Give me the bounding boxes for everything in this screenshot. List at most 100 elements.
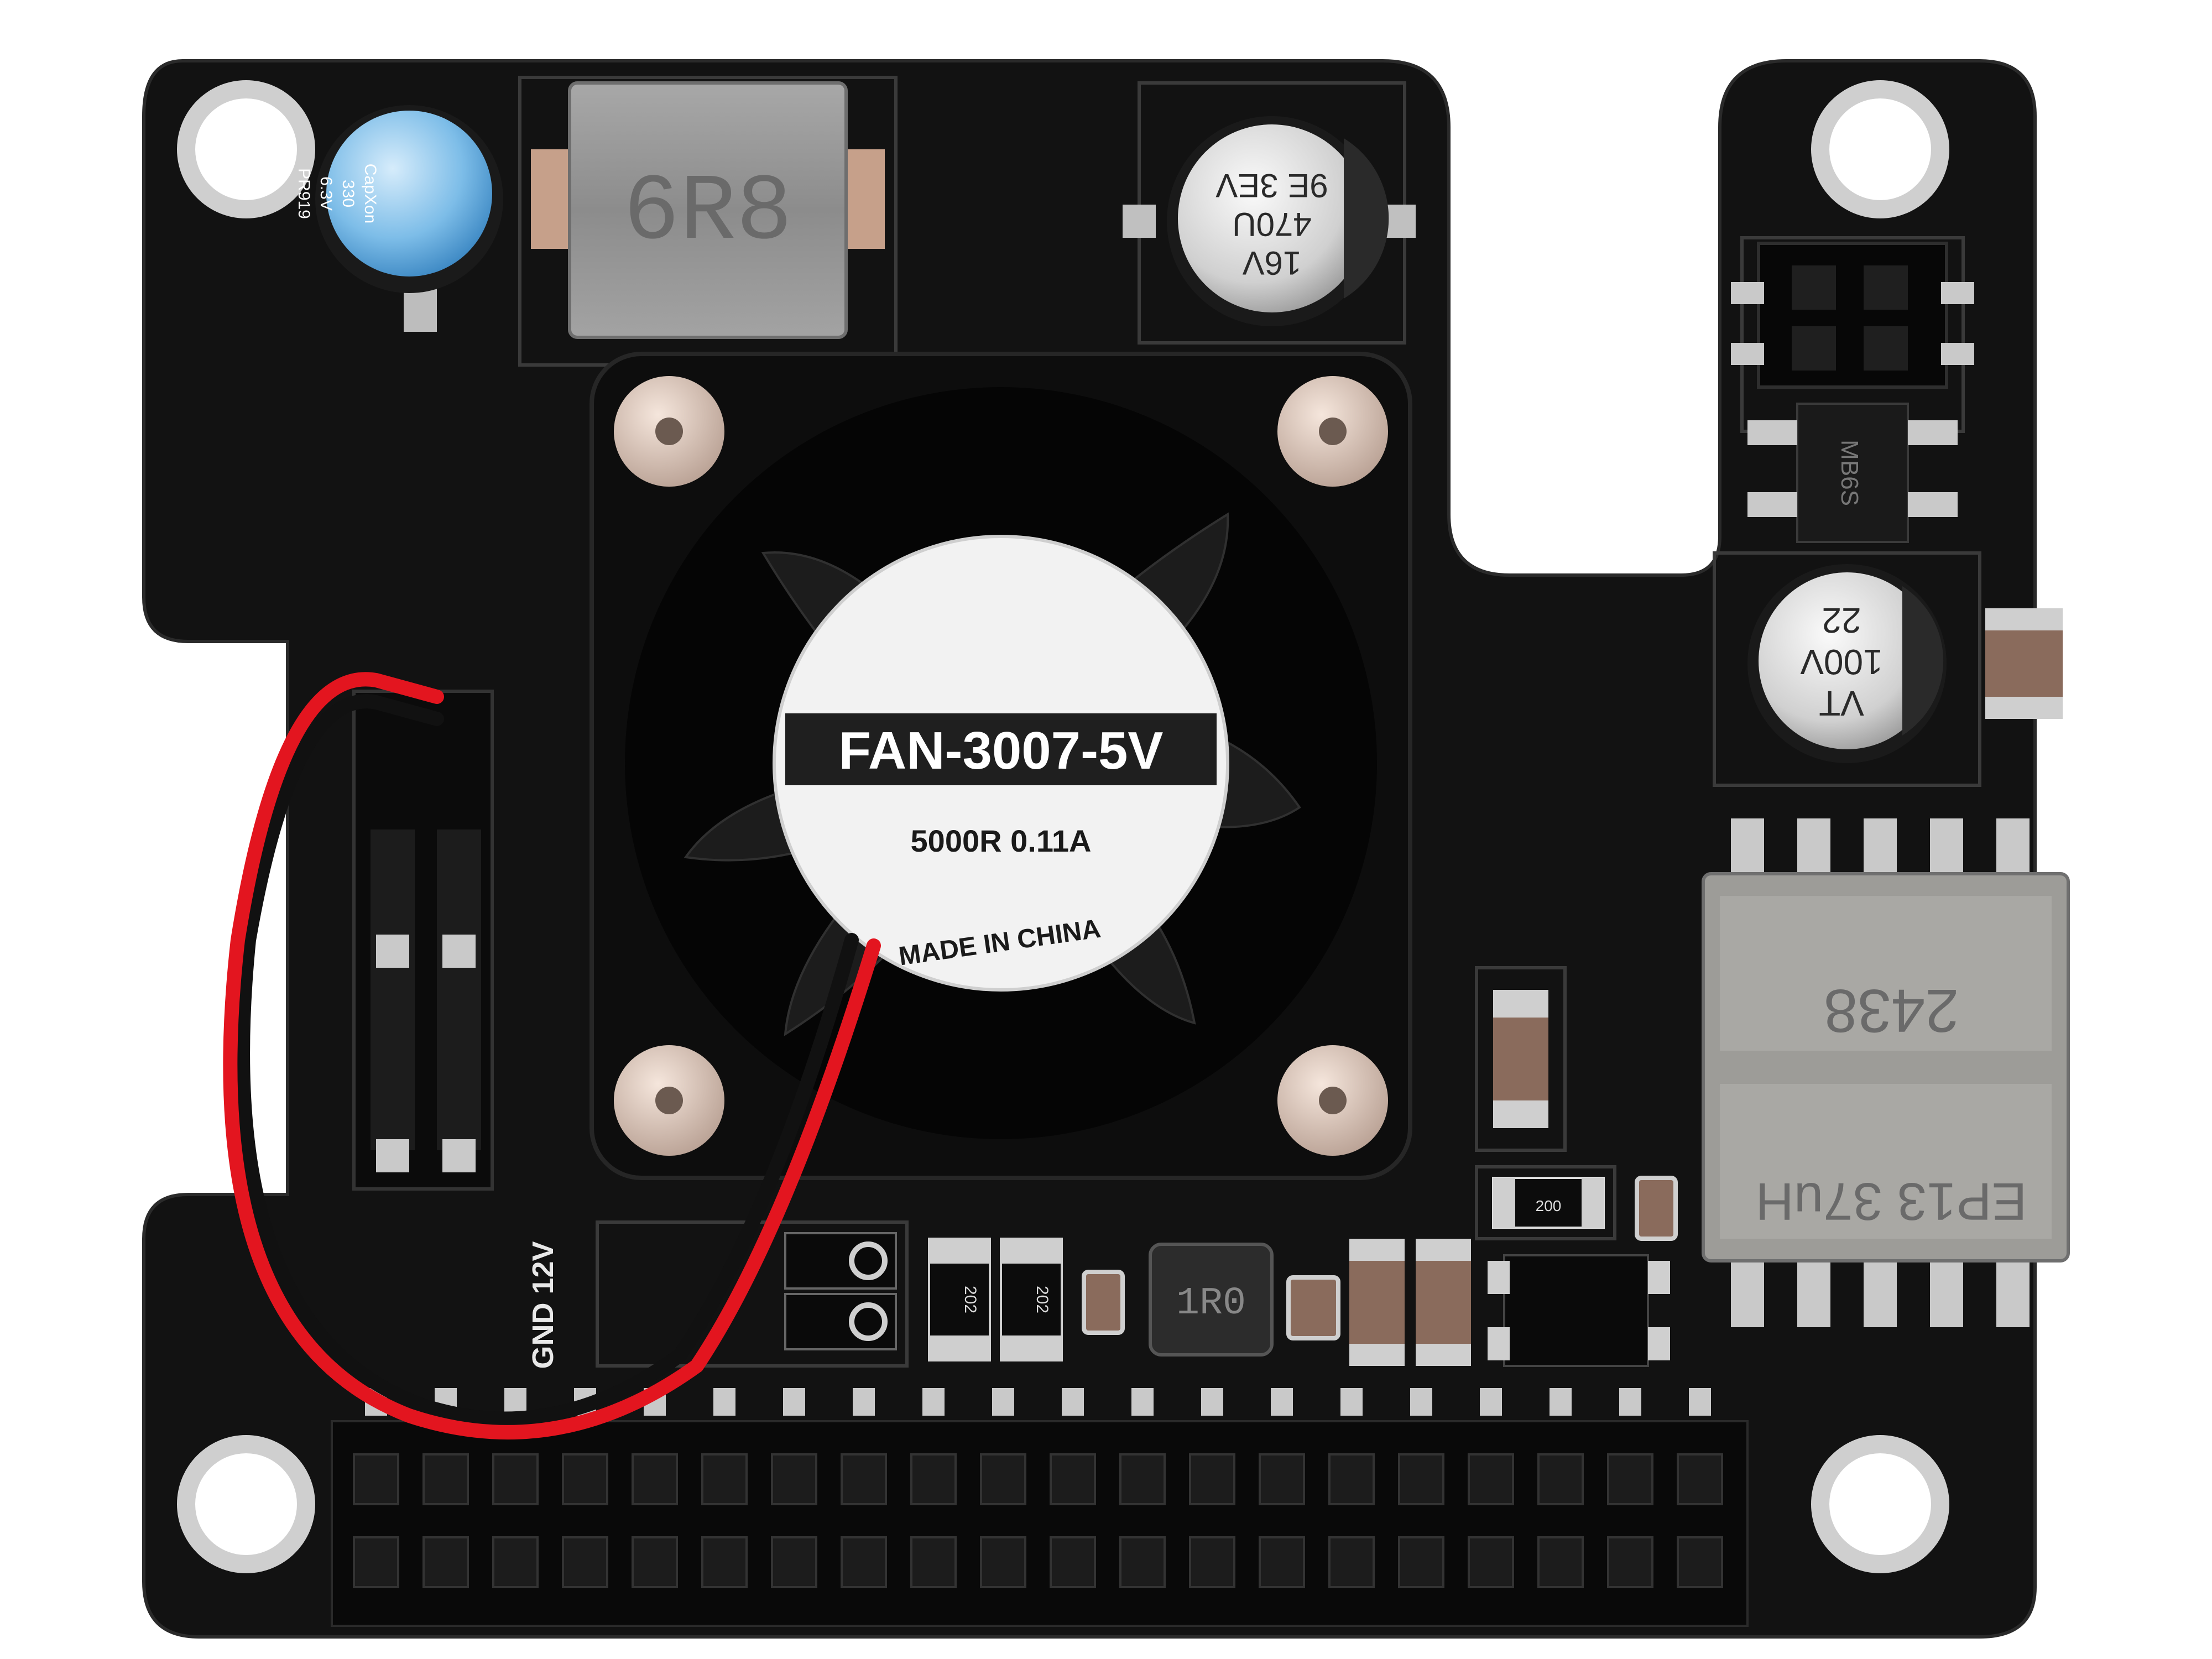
header-pad bbox=[1131, 1388, 1154, 1416]
smd-capacitor-right bbox=[1985, 608, 2063, 719]
transformer-label-1: 2438 bbox=[1824, 977, 1959, 1045]
header-socket bbox=[701, 1536, 748, 1588]
header-pad bbox=[1550, 1388, 1572, 1416]
capacitor-470uf: 16V 470U 9E 3EV bbox=[1123, 116, 1416, 326]
header-socket bbox=[980, 1453, 1026, 1505]
header-socket bbox=[422, 1453, 469, 1505]
header-socket bbox=[771, 1536, 817, 1588]
capacitor-22uf: VT 100V 22 bbox=[1747, 564, 1947, 763]
fan-screw-bottom-right bbox=[1277, 1045, 1388, 1156]
inductor-1r0: 1R0 bbox=[1149, 1243, 1274, 1357]
header-socket bbox=[1677, 1536, 1723, 1588]
header-socket bbox=[1050, 1536, 1096, 1588]
mounting-hole-top-left bbox=[177, 80, 315, 218]
header-pad bbox=[1201, 1388, 1223, 1416]
header-socket bbox=[1189, 1536, 1235, 1588]
mosfet bbox=[1488, 1254, 1670, 1367]
fan-label-band bbox=[785, 713, 1217, 785]
header-socket bbox=[632, 1536, 678, 1588]
cap-blue-text-3: 6.3V bbox=[317, 176, 335, 211]
resistor-200: 200 bbox=[1492, 1177, 1605, 1229]
header-socket bbox=[910, 1453, 957, 1505]
header-socket bbox=[1468, 1453, 1514, 1505]
header-2x2 bbox=[1731, 242, 1974, 389]
fan-specs: 5000R 0.11A bbox=[911, 823, 1092, 858]
cooling-fan: FAN-3007-5V 5000R 0.11A MADE IN CHINA bbox=[589, 352, 1412, 1180]
fan-model: FAN-3007-5V bbox=[839, 721, 1164, 780]
header-pad bbox=[992, 1388, 1014, 1416]
header-socket bbox=[1677, 1453, 1723, 1505]
header-pad bbox=[1410, 1388, 1432, 1416]
transformer-label-2: EP13 37uH bbox=[1755, 1172, 2027, 1231]
gpio-header-40pin bbox=[331, 1388, 1749, 1627]
header-socket bbox=[562, 1536, 608, 1588]
bridge-rectifier: MB6S bbox=[1747, 403, 1958, 543]
cap-470-text-3: 9E 3EV bbox=[1215, 167, 1328, 204]
inductor-1r0-label: 1R0 bbox=[1176, 1282, 1246, 1326]
cap-blue-text-4: PR919 bbox=[295, 168, 313, 219]
header-socket bbox=[492, 1536, 539, 1588]
header-socket bbox=[1259, 1536, 1305, 1588]
header-pad bbox=[922, 1388, 945, 1416]
resistor-202-a: 202 bbox=[928, 1238, 991, 1361]
cap-22-text-2: 100V bbox=[1800, 642, 1883, 682]
bridge-label: MB6S bbox=[1836, 440, 1863, 506]
fan-screw-bottom-left bbox=[614, 1045, 724, 1156]
header-pad bbox=[1619, 1388, 1641, 1416]
header-socket bbox=[1119, 1536, 1166, 1588]
resistor-202-b: 202 bbox=[1000, 1238, 1063, 1361]
header-socket bbox=[980, 1536, 1026, 1588]
header-socket bbox=[701, 1453, 748, 1505]
header-socket bbox=[562, 1453, 608, 1505]
header-socket bbox=[632, 1453, 678, 1505]
header-socket bbox=[1537, 1453, 1584, 1505]
cap-22-text-1: VT bbox=[1819, 684, 1864, 723]
inductor-6r8-label: 6R8 bbox=[623, 160, 792, 267]
cap-470-text-2: 470U bbox=[1232, 206, 1311, 243]
fan-screw-top-left bbox=[614, 376, 724, 487]
smd-capacitors-group bbox=[1286, 1239, 1471, 1366]
header-pad bbox=[853, 1388, 875, 1416]
resistor-200-label: 200 bbox=[1536, 1197, 1562, 1214]
header-socket bbox=[841, 1536, 887, 1588]
header-pad bbox=[1689, 1388, 1711, 1416]
header-socket bbox=[841, 1453, 887, 1505]
mounting-hole-top-right bbox=[1811, 80, 1949, 218]
header-socket bbox=[1537, 1536, 1584, 1588]
fan-connector-header bbox=[352, 690, 494, 1191]
header-socket bbox=[1607, 1536, 1653, 1588]
header-socket bbox=[910, 1536, 957, 1588]
header-socket bbox=[422, 1536, 469, 1588]
header-socket bbox=[1607, 1453, 1653, 1505]
header-pad bbox=[1340, 1388, 1363, 1416]
capacitor-blue: CapXon 330 6.3V PR919 bbox=[295, 105, 503, 332]
header-pad bbox=[1062, 1388, 1084, 1416]
power-input-terminal bbox=[784, 1232, 897, 1350]
header-pad bbox=[1271, 1388, 1293, 1416]
header-socket bbox=[1328, 1453, 1375, 1505]
header-socket bbox=[1259, 1453, 1305, 1505]
header-socket bbox=[1050, 1453, 1096, 1505]
power-label: GND 12V bbox=[526, 1241, 560, 1369]
cap-470-text-1: 16V bbox=[1243, 244, 1302, 281]
mounting-hole-bottom-left bbox=[177, 1435, 315, 1573]
header-socket bbox=[1398, 1536, 1444, 1588]
fan-screw-top-right bbox=[1277, 376, 1388, 487]
smd-capacitor-tiny bbox=[1082, 1270, 1125, 1335]
header-pad bbox=[1480, 1388, 1502, 1416]
header-socket bbox=[1119, 1453, 1166, 1505]
mounting-hole-bottom-right bbox=[1811, 1435, 1949, 1573]
header-socket bbox=[492, 1453, 539, 1505]
header-socket bbox=[1328, 1536, 1375, 1588]
header-socket bbox=[353, 1453, 399, 1505]
smd-capacitor-mid bbox=[1493, 990, 1548, 1128]
header-pad bbox=[713, 1388, 735, 1416]
cap-blue-text-1: CapXon bbox=[361, 164, 379, 223]
header-socket bbox=[1398, 1453, 1444, 1505]
smd-capacitor-small bbox=[1635, 1176, 1678, 1241]
transformer-ep13: 2438 EP13 37uH bbox=[1702, 818, 2070, 1327]
resistor-202-b-label: 202 bbox=[1033, 1286, 1051, 1313]
header-socket bbox=[1189, 1453, 1235, 1505]
resistor-202-a-label: 202 bbox=[961, 1286, 979, 1313]
